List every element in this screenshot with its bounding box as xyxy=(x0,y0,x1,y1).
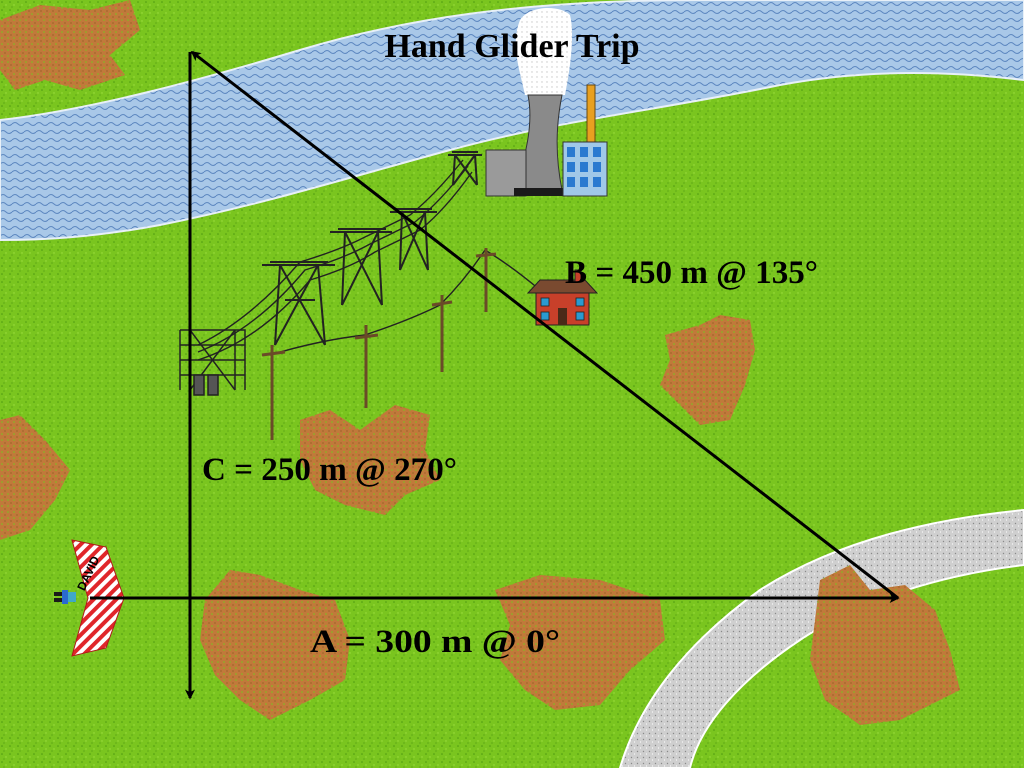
dirt-patch-right xyxy=(660,315,755,425)
vector-a-label: A = 300 m @ 0° xyxy=(310,624,560,660)
tower-1 xyxy=(262,261,335,346)
vector-b-arrow xyxy=(190,50,899,600)
vector-c-label: C = 250 m @ 270° xyxy=(202,452,457,488)
dirt-patch-mid xyxy=(300,405,440,515)
dirt-patch-bottom-left xyxy=(200,570,350,720)
office-windows xyxy=(567,147,601,187)
page-title: Hand Glider Trip xyxy=(384,28,639,65)
dirt-patches xyxy=(0,0,960,725)
steam-plume xyxy=(515,8,573,95)
transmission-line xyxy=(197,159,541,361)
smokestack xyxy=(586,84,596,146)
glider-pilot xyxy=(54,590,76,604)
pole-2 xyxy=(354,325,379,408)
power-plant-icon xyxy=(485,8,608,197)
transmission-tower-icon xyxy=(262,151,482,346)
dirt-patch-bottom-center xyxy=(495,575,665,710)
vector-b-label: B = 450 m @ 135° xyxy=(565,255,818,291)
pole-3 xyxy=(431,295,453,372)
dirt-patch-left xyxy=(0,415,70,540)
house-icon xyxy=(526,269,599,326)
pole-1 xyxy=(261,345,286,440)
house-chimney xyxy=(574,269,582,283)
tower-3 xyxy=(390,208,437,271)
tower-4 xyxy=(448,151,482,186)
dirt-patch-top-left xyxy=(0,0,140,90)
utility-pole-icon xyxy=(261,248,497,440)
plant-base xyxy=(514,188,564,196)
dirt-patch-bottom-right xyxy=(810,565,960,725)
house-door xyxy=(558,308,567,325)
vectors xyxy=(90,50,900,700)
river xyxy=(0,0,1024,242)
tower-2 xyxy=(330,228,392,306)
